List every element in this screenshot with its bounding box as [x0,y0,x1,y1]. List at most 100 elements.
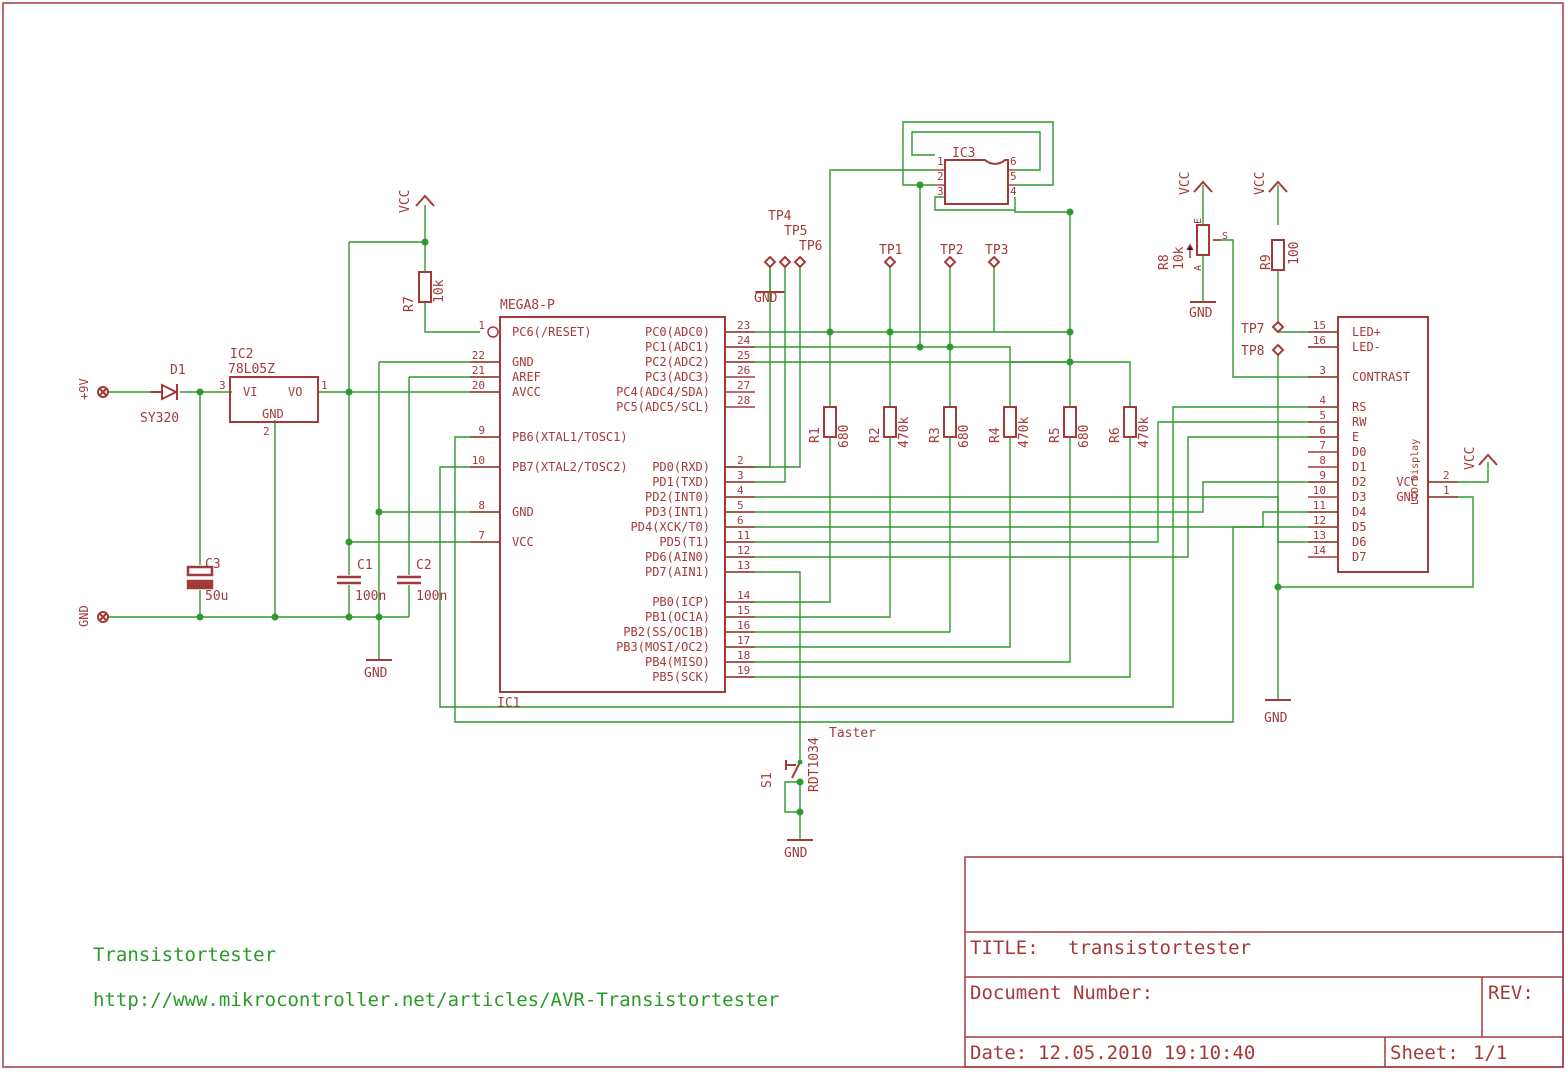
c1-ref: C1 [357,558,373,573]
lcd-pin-name: RW [1352,415,1367,429]
ic1-pin-name: GND [512,505,534,519]
ic1-pin-name: PB3(MOSI/OC2) [616,640,710,654]
lcd-pin-name: D3 [1352,490,1366,504]
vcc-label-r9: VCC [1253,172,1268,195]
ic1-body [499,316,726,693]
ic1-pin-num: 11 [737,529,750,542]
r6-value: 470k [1137,417,1152,448]
tp8-label: TP8 [1241,344,1264,359]
lcd-pin-num: 7 [1319,439,1326,452]
lcd-pin-name: D6 [1352,535,1366,549]
ic1-pin-num: 25 [737,349,750,362]
ic1-right-stubs [725,331,755,678]
ic1-pin-num: 21 [472,364,485,377]
ic1-pin-num: 18 [737,649,750,662]
ic1-pin-name: AVCC [512,385,541,399]
supply-symbols [366,180,1498,841]
gnd-label-r8: GND [1189,306,1213,321]
r8-value: 10k [1172,246,1187,270]
ic1-pin-num: 10 [472,454,485,467]
ic1-pin-num: 5 [737,499,744,512]
ic1-pin-name: PB1(OC1A) [645,610,710,624]
r3-value: 680 [957,425,972,448]
ic2-gnd: GND [262,407,284,421]
r5-ref: R5 [1048,427,1063,443]
sheet-value: 1/1 [1473,1042,1507,1064]
lcd-pin-name: LED- [1352,340,1381,354]
title-label: TITLE: [970,937,1039,959]
tp6-label: TP6 [799,239,822,254]
ic1-pin-name: PD6(AIN0) [645,550,710,564]
lcd-pin-num: 12 [1313,514,1326,527]
tp5-label: TP5 [784,224,807,239]
gnd-label-main: GND [364,666,388,681]
ic1-pin-num: 16 [737,619,750,632]
switch-dots [797,759,803,765]
r8-body [1196,224,1210,256]
d1-ref: D1 [170,363,186,378]
ic3-pin3: 3 [937,185,944,198]
reset-inversion [487,326,499,338]
resistor-bodies [418,224,1285,438]
r6-ref: R6 [1108,427,1123,443]
ic1-pin-name: AREF [512,370,541,384]
r7-ref: R7 [402,296,417,312]
lcd-power-num: 1 [1443,484,1450,497]
ic1-pin-name: PC0(ADC0) [645,325,710,339]
ic1-pin-name: PC1(ADC1) [645,340,710,354]
vcc-label-lcd: VCC [1463,447,1478,470]
lcd-power-name: VCC [1396,475,1418,489]
s1-ref: S1 [760,772,775,788]
lcd-pin-name: LED+ [1352,325,1381,339]
ic1-pin-num: 12 [737,544,750,557]
pot-s: S [1222,231,1228,242]
ic1-pin-num: 1 [478,319,485,332]
date-label: Date: [970,1042,1027,1064]
lcd-pin-num: 9 [1319,469,1326,482]
ic1-pin-name: PC2(ADC2) [645,355,710,369]
r4-value: 470k [1017,417,1032,448]
ic2-pin-out: 1 [321,379,328,392]
lcd-power-name: GND [1396,490,1418,504]
ic1-pin-name: PB0(ICP) [652,595,710,609]
tp1-label: TP1 [879,243,902,258]
gnd-conn-label: GND [77,605,91,627]
ic1-pin-num: 22 [472,349,485,362]
ic1-pin-num: 15 [737,604,750,617]
junctions [196,181,1282,816]
ic1-pin-num: 4 [737,484,744,497]
lcd-pin-name: D4 [1352,505,1366,519]
lcd-pin-num: 16 [1313,334,1326,347]
ic1-pin-name: PD3(INT1) [645,505,710,519]
ic1-pin-name: PB2(SS/OC1B) [623,625,710,639]
ic3-pin5: 5 [1010,170,1017,183]
lcd-pin-num: 5 [1319,409,1326,422]
switch-s1 [785,760,801,779]
tp7-label: TP7 [1241,322,1264,337]
wires [108,121,1489,840]
tp4-label: TP4 [768,209,792,224]
r9-ref: R9 [1259,254,1274,270]
ic1-pin-name: PB5(SCK) [652,670,710,684]
gnd-label-tp: GND [754,291,778,306]
diode-d1 [150,383,179,401]
ic1-pin-num: 26 [737,364,750,377]
ic3-pin2: 2 [937,170,944,183]
ic3-pin4: 4 [1010,185,1017,198]
ic1-pin-name: PC4(ADC4/SDA) [616,385,710,399]
gnd-label-lcd: GND [1264,711,1288,726]
lcd-pin-name: D7 [1352,550,1366,564]
ic2-vi: VI [243,385,257,399]
connectors [97,386,109,623]
ic1-pin-name: PD1(TXD) [652,475,710,489]
r8-wiper [1186,239,1221,258]
r2-body [883,406,897,438]
ic1-pin-num: 13 [737,559,750,572]
ic1-ref: IC1 [497,696,520,711]
pot-e: E [1193,218,1204,224]
lcd-pin-name: RS [1352,400,1366,414]
